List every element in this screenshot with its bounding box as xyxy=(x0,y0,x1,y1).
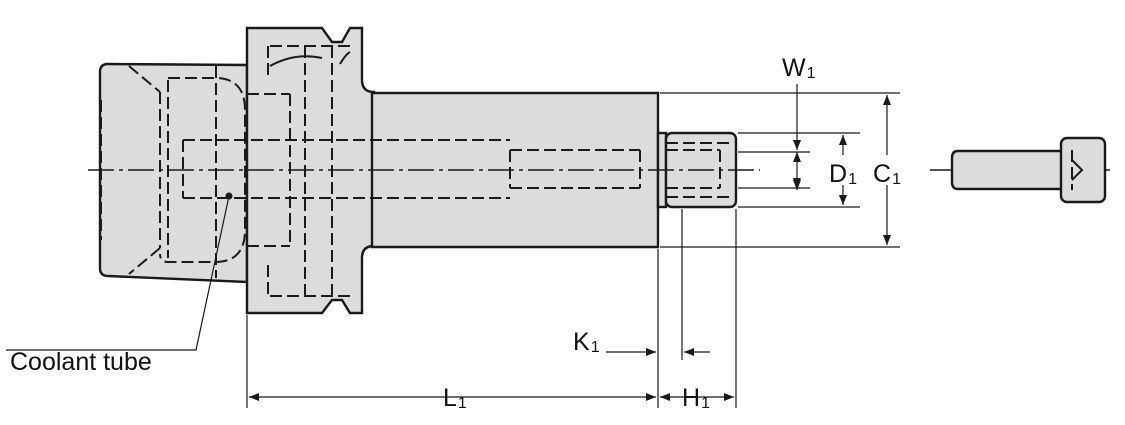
label-l1: L1 xyxy=(443,384,467,412)
label-k1: K1 xyxy=(573,328,600,356)
coolant-tube-label: Coolant tube xyxy=(10,348,152,376)
dimension-labels: W1 D1 C1 K1 L1 H1 xyxy=(443,54,901,412)
main-shank xyxy=(370,91,660,249)
coolant-tube-callout[interactable]: Coolant tube xyxy=(6,192,233,377)
label-d1: D1 xyxy=(829,160,857,188)
dimensions xyxy=(246,84,900,408)
label-h1: H1 xyxy=(682,384,710,412)
label-w1: W1 xyxy=(782,54,816,82)
clamping-screw xyxy=(930,136,1110,204)
taper-shank xyxy=(98,62,249,284)
label-c1: C1 xyxy=(873,160,901,188)
